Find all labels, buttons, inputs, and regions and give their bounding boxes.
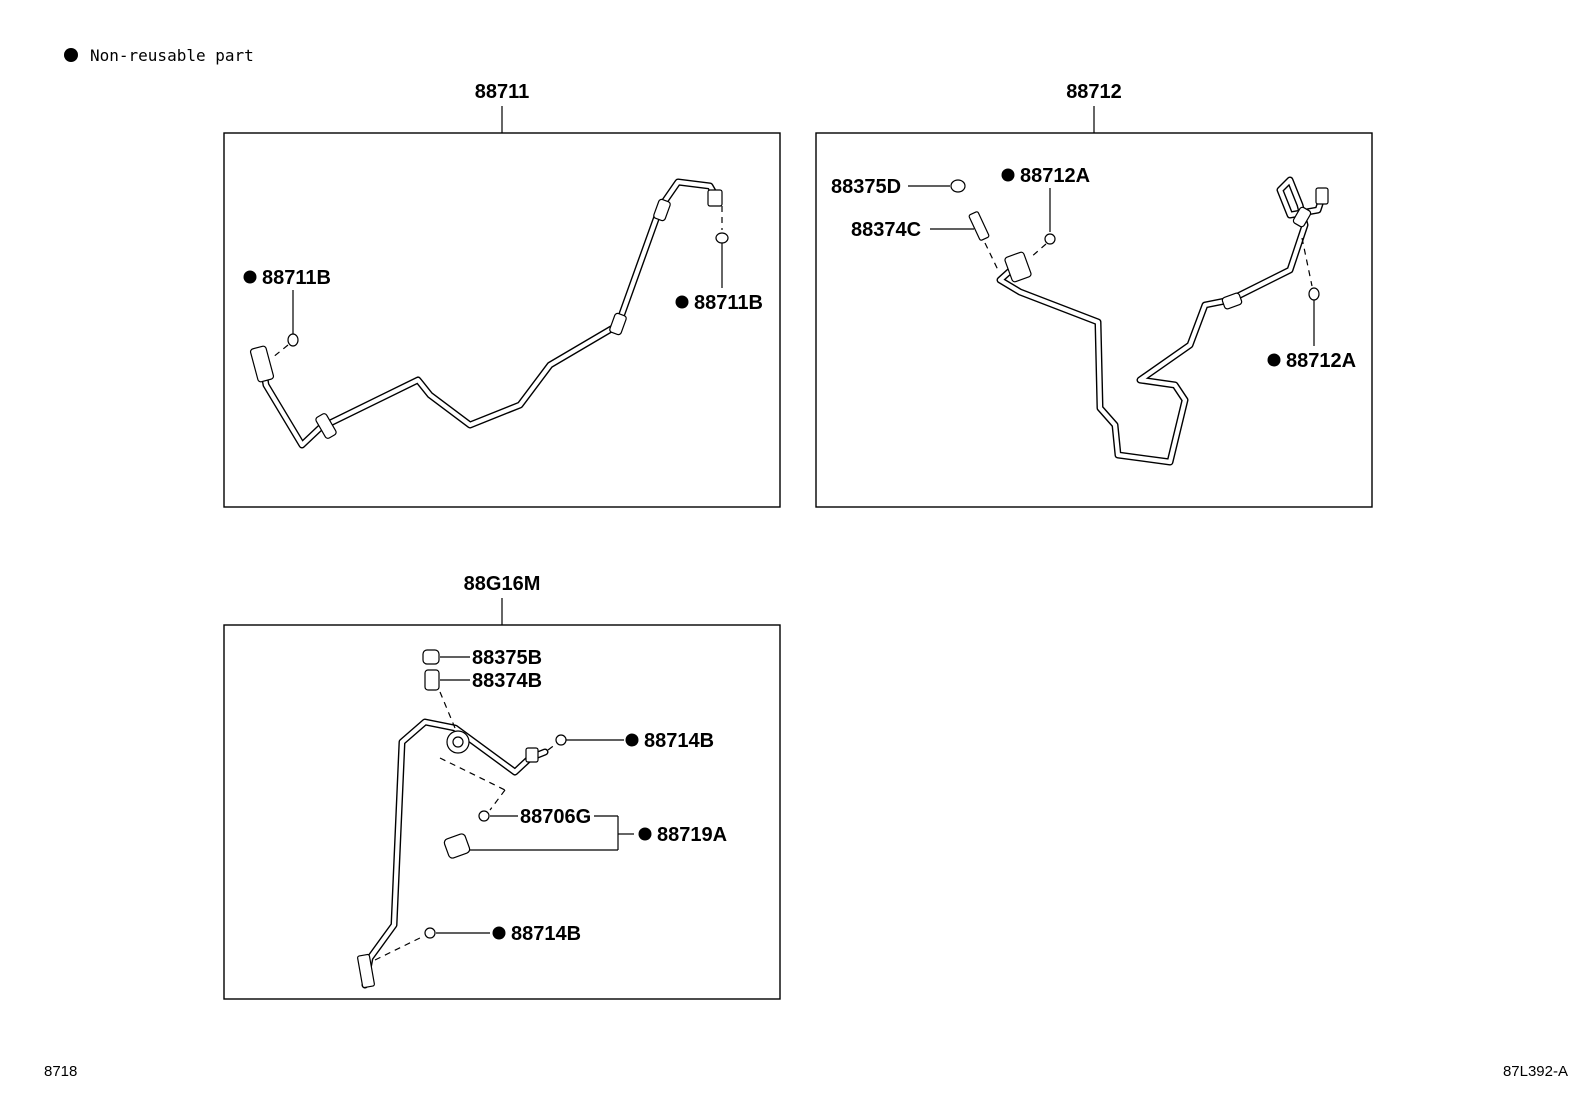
non-reusable-bullet-icon [243, 270, 257, 284]
valve-cap-icon [422, 649, 440, 665]
callout-88714b-top: 88714B [547, 730, 714, 752]
group-box-88g16m [223, 624, 781, 1000]
callout-88375d: 88375D [831, 176, 966, 198]
non-reusable-bullet-icon [1001, 168, 1015, 182]
part-label: 88374B [472, 670, 542, 692]
pressure-switch-icon [443, 833, 471, 859]
callout-88714b-bottom: 88714B [374, 923, 581, 961]
pipe-88g16m [357, 718, 549, 989]
group-88712: 88712 88375D 88374C 88712A [815, 81, 1373, 508]
callout-88706g: 88706G 88719A [439, 757, 727, 859]
non-reusable-bullet-icon [675, 295, 689, 309]
o-ring-icon [287, 333, 299, 347]
valve-cap-icon [950, 179, 966, 193]
valve-core-icon [968, 211, 990, 241]
callout-88711b-left: 88711B [243, 267, 331, 359]
part-label: 88719A [657, 824, 727, 846]
part-label: 88714B [644, 730, 714, 752]
non-reusable-bullet-icon [638, 827, 652, 841]
part-label: 88711B [694, 292, 763, 314]
part-label: 88714B [511, 923, 581, 945]
part-label: 88374C [851, 219, 921, 241]
non-reusable-bullet-icon [625, 733, 639, 747]
group-title-88g16m: 88G16M [464, 573, 541, 595]
callout-88711b-right: 88711B [675, 206, 763, 314]
callout-88712a-right: 88712A [1267, 237, 1356, 372]
non-reusable-bullet-icon [64, 48, 78, 62]
part-label: 88712A [1020, 165, 1090, 187]
callout-88375b: 88375B [422, 647, 542, 669]
callout-88374c: 88374C [851, 211, 999, 271]
o-ring-icon [1044, 233, 1056, 245]
footer-right: 87L392-A [1503, 1063, 1568, 1080]
part-label: 88706G [520, 806, 591, 828]
group-box-88711 [223, 132, 781, 508]
group-title-88711: 88711 [475, 81, 530, 103]
o-ring-icon [555, 734, 567, 746]
group-88g16m: 88G16M 88375B 88374B [223, 573, 781, 1000]
part-label: 88375D [831, 176, 901, 198]
legend-text: Non-reusable part [90, 46, 254, 65]
part-label: 88375B [472, 647, 542, 669]
o-ring-icon [424, 927, 436, 939]
callout-88374b: 88374B [424, 669, 542, 729]
pipe-88711 [249, 178, 723, 449]
group-box-88712 [815, 132, 1373, 508]
part-label: 88711B [262, 267, 331, 289]
o-ring-icon [478, 810, 490, 822]
group-88711: 88711 88711B 88711B [223, 81, 781, 508]
part-label: 88712A [1286, 350, 1356, 372]
valve-core-icon [424, 669, 440, 691]
legend: Non-reusable part [64, 46, 254, 65]
non-reusable-bullet-icon [1267, 353, 1281, 367]
o-ring-icon [715, 232, 729, 244]
o-ring-icon [1308, 287, 1320, 301]
callout-88712a-top: 88712A [1001, 165, 1090, 259]
group-title-88712: 88712 [1066, 81, 1122, 103]
footer-left: 8718 [44, 1063, 77, 1080]
pipe-88712 [996, 176, 1329, 466]
non-reusable-bullet-icon [492, 926, 506, 940]
